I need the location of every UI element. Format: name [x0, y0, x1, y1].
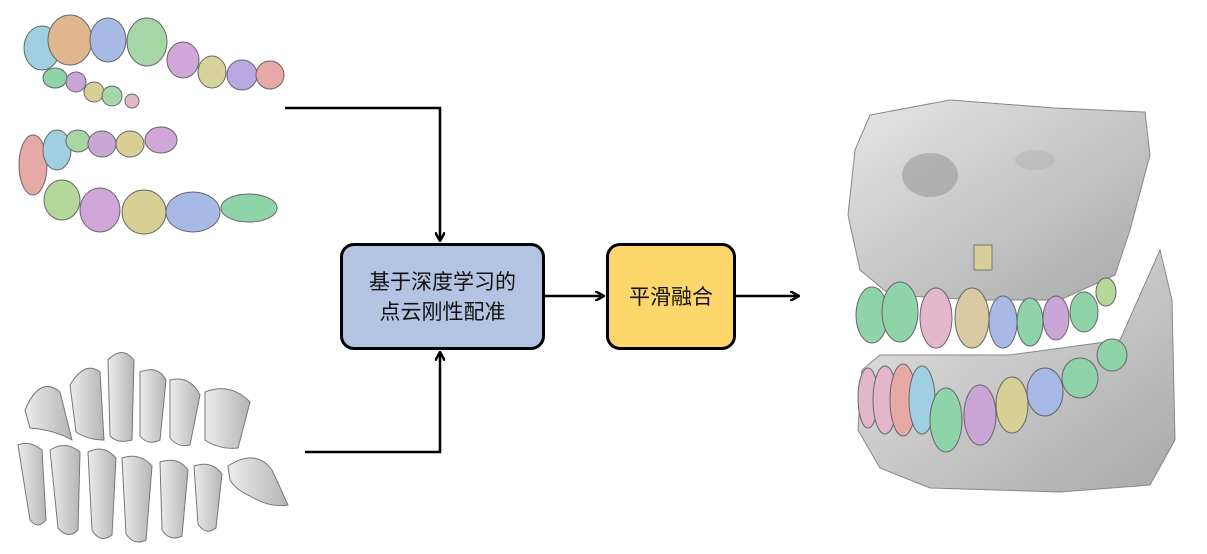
- fusion-node: 平滑融合: [606, 243, 736, 350]
- arrow-top-input-to-registration: [285, 106, 440, 240]
- registration-label-line1: 基于深度学习的: [369, 269, 516, 294]
- segmented-arches-image: [18, 14, 285, 235]
- registration-node: 基于深度学习的 点云刚性配准: [340, 243, 545, 350]
- tooth-roots-image: [17, 352, 289, 543]
- fusion-label: 平滑融合: [629, 284, 713, 309]
- arrow-bottom-input-to-registration: [305, 353, 440, 454]
- fused-jaw-image: [847, 99, 1176, 493]
- registration-label-line2: 点云刚性配准: [379, 299, 506, 324]
- connectors: [285, 106, 798, 454]
